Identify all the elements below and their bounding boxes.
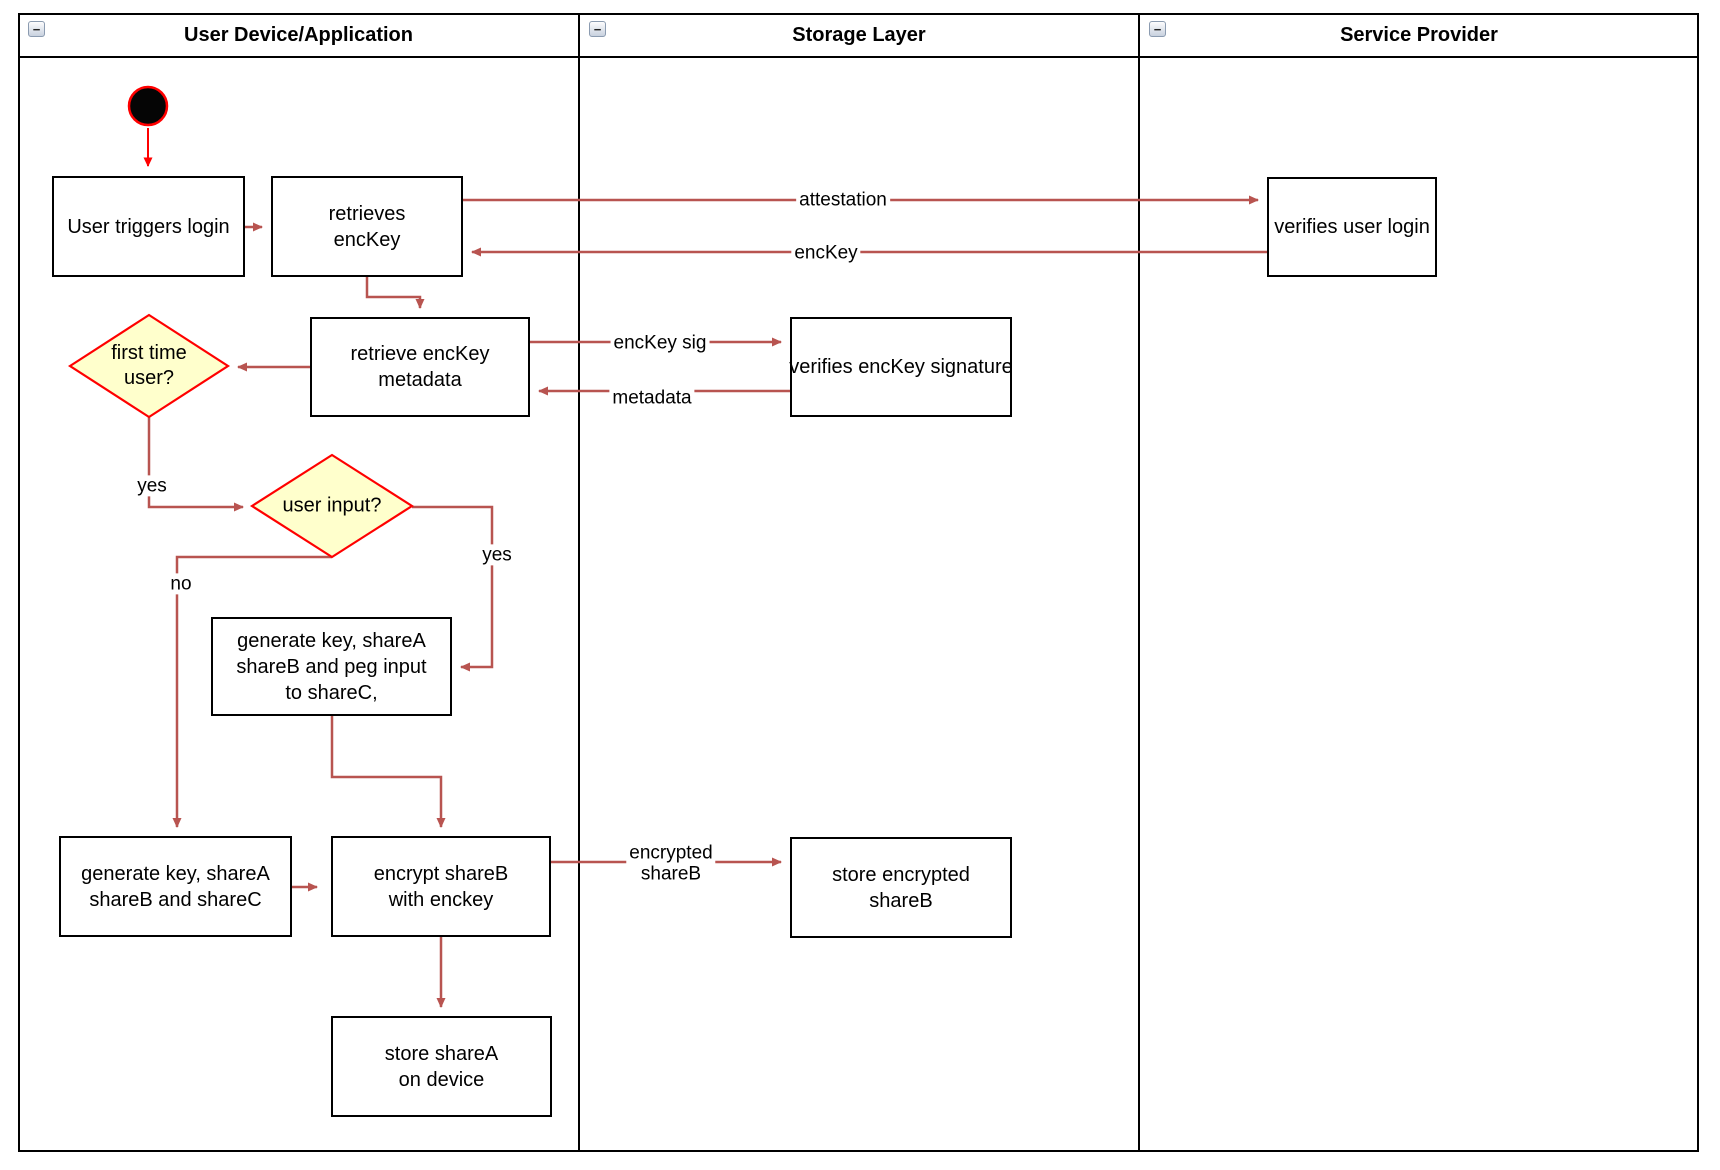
- lane-divider-1: [578, 13, 580, 1152]
- edge-label-no-user-input: no: [167, 573, 195, 595]
- edge-retrieves-to-metadata: [365, 277, 425, 309]
- node-store-encrypted-shareb: store encrypted shareB: [790, 837, 1012, 938]
- decision-user-input: [249, 453, 415, 559]
- lane-title-user-device: User Device/Application: [184, 24, 413, 46]
- edge-label-yes-user-input: yes: [479, 544, 515, 566]
- collapse-lane-icon[interactable]: −: [1149, 21, 1166, 37]
- edge-yes-to-generate-peg: [412, 505, 494, 672]
- edge-label-yes-first-time: yes: [134, 475, 170, 497]
- label-user-input: user input?: [282, 494, 382, 517]
- edge-no-to-generate: [172, 555, 332, 828]
- edge-label-metadata: metadata: [609, 387, 695, 409]
- edge-label-attestation: attestation: [796, 189, 890, 211]
- node-generate-key-peg-input: generate key, shareA shareB and peg inpu…: [211, 617, 452, 716]
- node-store-sharea-on-device: store shareA on device: [331, 1016, 552, 1117]
- node-verifies-enckey-signature: verifies encKey signature: [789, 317, 1013, 417]
- edge-peg-to-encrypt: [330, 716, 446, 828]
- edge-label-enckey-sig: encKey sig: [610, 332, 710, 354]
- lane-title-storage-layer: Storage Layer: [792, 24, 926, 46]
- node-retrieves-enckey: retrieves encKey: [271, 176, 463, 277]
- node-user-triggers-login: User triggers login: [52, 176, 245, 277]
- initial-node: [127, 85, 169, 127]
- node-generate-key-sharec: generate key, shareA shareB and shareC: [59, 836, 292, 937]
- node-retrieve-enckey-metadata: retrieve encKey metadata: [310, 317, 530, 417]
- edge-label-enckey: encKey: [791, 242, 861, 264]
- collapse-lane-icon[interactable]: −: [589, 21, 606, 37]
- collapse-lane-icon[interactable]: −: [28, 21, 45, 37]
- lane-divider-2: [1138, 13, 1140, 1152]
- node-encrypt-shareb: encrypt shareB with enckey: [331, 836, 551, 937]
- header-divider-line: [18, 56, 1699, 58]
- decision-first-time-user: [67, 313, 231, 419]
- label-first-time-user: first time user?: [111, 342, 187, 389]
- node-verifies-user-login: verifies user login: [1267, 177, 1437, 277]
- lane-title-service-provider: Service Provider: [1340, 24, 1498, 46]
- edge-label-encrypted-shareb: encrypted shareB: [626, 842, 716, 886]
- edge-yes-to-userinput: [147, 417, 244, 512]
